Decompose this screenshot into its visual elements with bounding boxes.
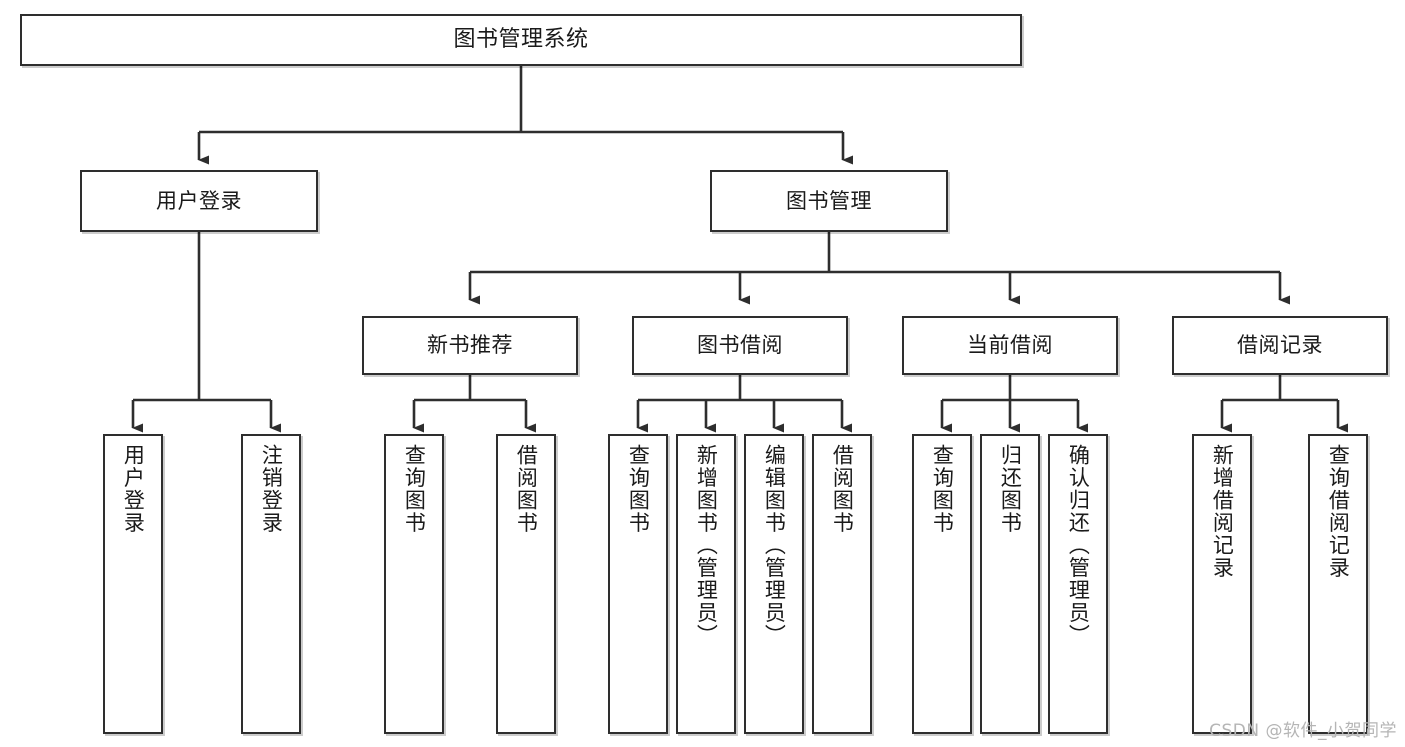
node-new-book-recommend[interactable]: 新书推荐 bbox=[362, 316, 578, 375]
node-current-borrow[interactable]: 当前借阅 bbox=[902, 316, 1118, 375]
node-label: 用户登录 bbox=[121, 444, 146, 534]
node-leaf-add-record[interactable]: 新增借阅记录 bbox=[1192, 434, 1252, 734]
node-label: 查询图书 bbox=[402, 444, 427, 534]
node-label: 确认归还（管理员） bbox=[1066, 444, 1091, 647]
node-book-borrow[interactable]: 图书借阅 bbox=[632, 316, 848, 375]
node-label: 借阅图书 bbox=[830, 444, 855, 534]
node-leaf-confirm-return[interactable]: 确认归还（管理员） bbox=[1048, 434, 1108, 734]
node-book-manage[interactable]: 图书管理 bbox=[710, 170, 948, 232]
node-leaf-add-book[interactable]: 新增图书（管理员） bbox=[676, 434, 736, 734]
node-root-system[interactable]: 图书管理系统 bbox=[20, 14, 1022, 66]
node-label: 借阅记录 bbox=[1237, 333, 1323, 358]
node-leaf-user-login[interactable]: 用户登录 bbox=[103, 434, 163, 734]
node-leaf-query-book-3[interactable]: 查询图书 bbox=[912, 434, 972, 734]
node-leaf-borrow-book-2[interactable]: 借阅图书 bbox=[812, 434, 872, 734]
node-label: 新增图书（管理员） bbox=[694, 444, 719, 647]
node-user-login[interactable]: 用户登录 bbox=[80, 170, 318, 232]
node-label: 新书推荐 bbox=[427, 333, 513, 358]
node-label: 注销登录 bbox=[259, 444, 284, 534]
node-label: 编辑图书（管理员） bbox=[762, 444, 787, 647]
node-label: 图书管理 bbox=[786, 188, 872, 213]
node-label: 新增借阅记录 bbox=[1210, 444, 1235, 579]
node-label: 查询图书 bbox=[626, 444, 651, 534]
node-leaf-query-book-2[interactable]: 查询图书 bbox=[608, 434, 668, 734]
node-label: 图书借阅 bbox=[697, 333, 783, 358]
node-label: 归还图书 bbox=[998, 444, 1023, 534]
node-leaf-query-book-1[interactable]: 查询图书 bbox=[384, 434, 444, 734]
node-label: 图书管理系统 bbox=[453, 27, 589, 53]
node-leaf-logout-login[interactable]: 注销登录 bbox=[241, 434, 301, 734]
node-label: 当前借阅 bbox=[967, 333, 1053, 358]
node-leaf-return-book[interactable]: 归还图书 bbox=[980, 434, 1040, 734]
node-label: 查询借阅记录 bbox=[1326, 444, 1351, 579]
node-label: 借阅图书 bbox=[514, 444, 539, 534]
node-leaf-edit-book[interactable]: 编辑图书（管理员） bbox=[744, 434, 804, 734]
node-borrow-record[interactable]: 借阅记录 bbox=[1172, 316, 1388, 375]
node-label: 查询图书 bbox=[930, 444, 955, 534]
node-leaf-query-record[interactable]: 查询借阅记录 bbox=[1308, 434, 1368, 734]
node-leaf-borrow-book-1[interactable]: 借阅图书 bbox=[496, 434, 556, 734]
node-label: 用户登录 bbox=[156, 188, 242, 213]
